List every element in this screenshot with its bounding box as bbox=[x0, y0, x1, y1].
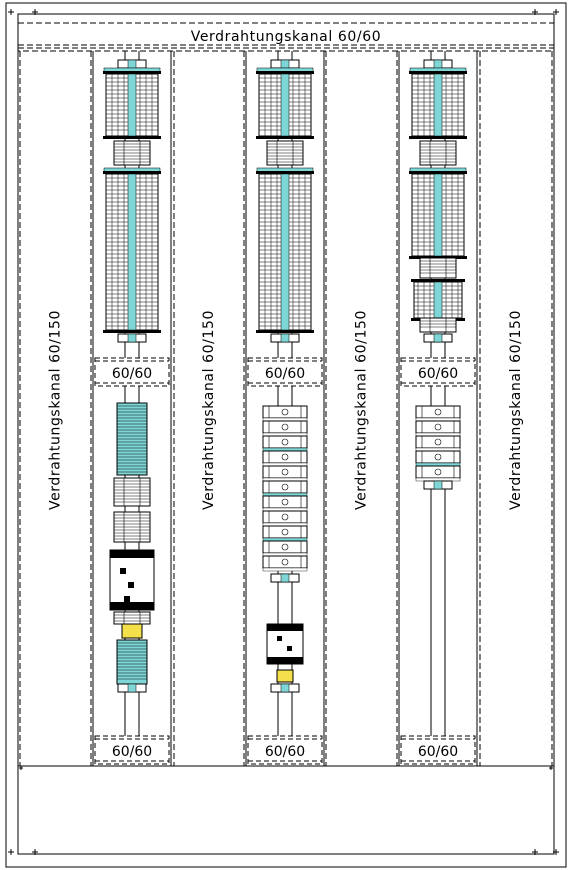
vertical-duct-label: Verdrahtungskanal 60/150 bbox=[354, 310, 370, 510]
end-stop-l3 bbox=[423, 480, 453, 490]
horizontal-duct-label: 60/60 bbox=[265, 744, 305, 760]
terminal-block-main-1 bbox=[103, 171, 161, 333]
relay-stack-3 bbox=[415, 405, 461, 482]
relay-stack-2 bbox=[262, 405, 308, 572]
horizontal-duct-3-1: 60/60 bbox=[400, 357, 476, 387]
corner-marker-icons bbox=[8, 9, 559, 855]
end-stop-l2a bbox=[270, 573, 300, 583]
end-stop-bottom-1 bbox=[117, 333, 147, 343]
vertical-duct-3: Verdrahtungskanal 60/150 bbox=[325, 51, 398, 766]
fuse-terminal-2 bbox=[276, 669, 294, 683]
terminal-group-l1a bbox=[113, 477, 151, 507]
top-duct-label: Verdrahtungskanal 60/60 bbox=[191, 29, 382, 45]
lower-assembly-1 bbox=[116, 402, 148, 476]
horizontal-duct-label: 60/60 bbox=[265, 366, 305, 382]
horizontal-duct-label: 60/60 bbox=[112, 366, 152, 382]
vertical-duct-label: Verdrahtungskanal 60/150 bbox=[508, 310, 524, 510]
terminal-group-l1b bbox=[113, 511, 151, 543]
terminal-group-b-3 bbox=[419, 257, 457, 279]
terminal-block-main-2 bbox=[256, 171, 314, 333]
terminal-block-upper-2 bbox=[256, 71, 314, 139]
horizontal-duct-label: 60/60 bbox=[418, 366, 458, 382]
end-stop-top-3 bbox=[423, 59, 453, 69]
mounting-plate-frame bbox=[17, 13, 555, 855]
horizontal-duct-1-1: 60/60 bbox=[94, 357, 170, 387]
terminal-block-upper-3 bbox=[409, 71, 467, 139]
terminal-block-lower-3 bbox=[411, 279, 465, 321]
cabinet-outer-frame bbox=[5, 2, 567, 868]
vertical-duct-4: Verdrahtungskanal 60/150 bbox=[479, 51, 553, 766]
top-wiring-duct: Verdrahtungskanal 60/60 bbox=[17, 22, 555, 52]
horizontal-duct-label: 60/60 bbox=[112, 744, 152, 760]
end-stop-l1 bbox=[117, 683, 147, 693]
horizontal-duct-2-2: 60/60 bbox=[247, 735, 323, 765]
end-stop-bottom-3 bbox=[423, 333, 453, 343]
contactor-module-2 bbox=[266, 623, 304, 665]
vertical-duct-label: Verdrahtungskanal 60/150 bbox=[201, 310, 217, 510]
terminal-group-3 bbox=[419, 140, 457, 166]
terminal-block-main-3 bbox=[409, 171, 467, 259]
terminal-group-c-3 bbox=[419, 317, 457, 333]
vertical-duct-label: Verdrahtungskanal 60/150 bbox=[48, 310, 64, 510]
horizontal-duct-3-2: 60/60 bbox=[400, 735, 476, 765]
end-stop-l2b bbox=[270, 683, 300, 693]
horizontal-duct-2-1: 60/60 bbox=[247, 357, 323, 387]
terminal-group-l1c bbox=[113, 611, 151, 625]
horizontal-duct-1-2: 60/60 bbox=[94, 735, 170, 765]
end-stop-bottom-2 bbox=[270, 333, 300, 343]
end-stop-top-1 bbox=[117, 59, 147, 69]
end-stop-top-2 bbox=[270, 59, 300, 69]
terminal-group-2 bbox=[266, 140, 304, 166]
terminal-block-upper-1 bbox=[103, 71, 161, 139]
contactor-module-1 bbox=[109, 549, 155, 611]
vertical-duct-1: Verdrahtungskanal 60/150 bbox=[19, 51, 92, 766]
terminal-strip-1 bbox=[116, 639, 148, 685]
terminal-group-1 bbox=[113, 140, 151, 166]
vertical-duct-2: Verdrahtungskanal 60/150 bbox=[173, 51, 245, 766]
horizontal-duct-label: 60/60 bbox=[418, 744, 458, 760]
fuse-terminal-1 bbox=[121, 623, 143, 639]
